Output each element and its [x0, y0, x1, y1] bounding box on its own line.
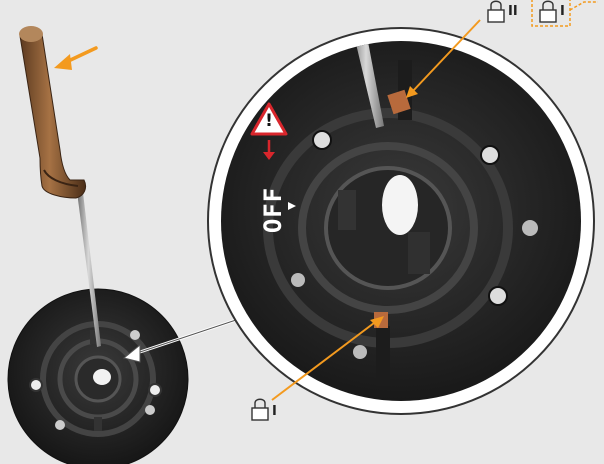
lock-top-right-suffix: I: [560, 4, 565, 19]
lock-highlight-arrow: [569, 1, 598, 11]
orange-push-arrow: [54, 46, 98, 70]
padlock-icon: [539, 0, 557, 23]
magnified-view: [207, 27, 595, 415]
leader-line-bottom: [271, 316, 384, 401]
off-indicator-arrow: [288, 202, 296, 210]
copper-tab-top: [387, 89, 411, 115]
small-switch-housing: [7, 288, 189, 464]
screwdriver-illustration: [19, 26, 101, 347]
arrow-down-icon: [263, 140, 275, 160]
warning-triangle-icon: [250, 102, 288, 136]
warning-exclamation: !: [265, 111, 273, 131]
leader-line-top: [406, 19, 481, 98]
padlock-icon: [487, 0, 505, 23]
padlock-icon: [251, 398, 269, 421]
off-label: OFF: [259, 186, 288, 234]
lock-highlight-box: [531, 0, 571, 27]
magnifier-connector: [122, 318, 237, 363]
lock-top-left-suffix: II: [508, 4, 518, 19]
lock-bottom-suffix: I: [272, 404, 277, 419]
